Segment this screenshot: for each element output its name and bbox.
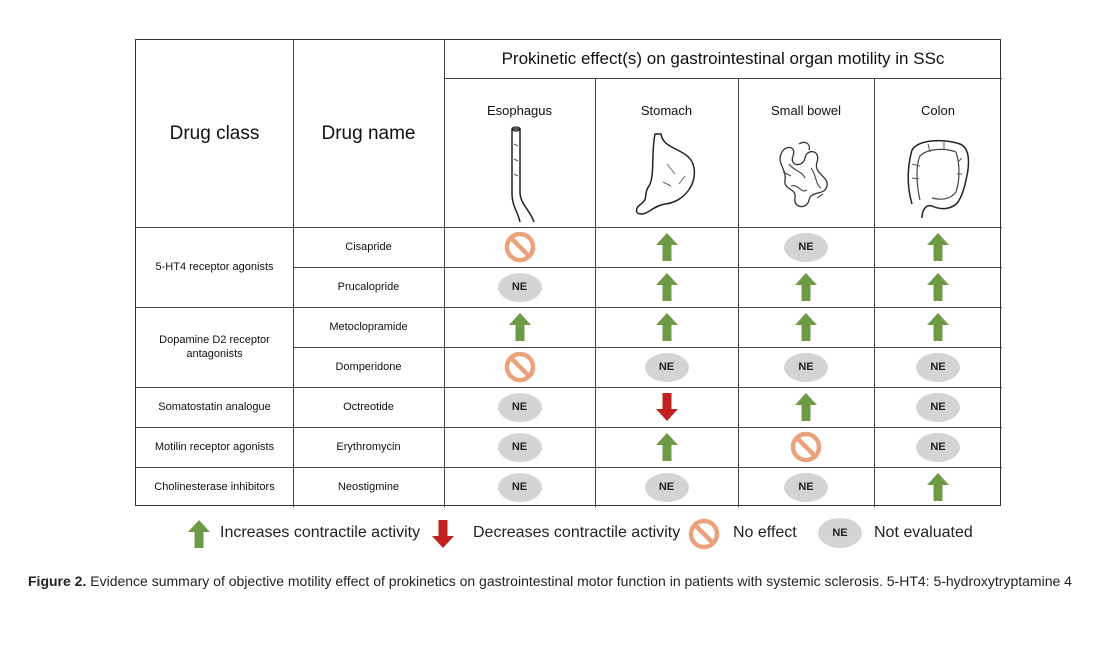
organ-header-stomach-text: Stomach	[640, 102, 693, 118]
increase-arrow-icon	[927, 233, 949, 266]
drug-name-cell-text: Metoclopramide	[329, 321, 408, 333]
divider-row-3	[293, 347, 1002, 348]
organ-header-esophagus: Esophagus	[444, 98, 595, 122]
drug-name-header: Drug name	[293, 40, 444, 227]
divider-group-4	[136, 467, 1002, 468]
no-effect-icon	[790, 431, 822, 468]
small-bowel-icon	[771, 124, 841, 229]
increase-arrow-icon	[655, 273, 678, 306]
organ-header-esophagus-text: Esophagus	[486, 102, 553, 118]
drug-name-cell: Domperidone	[293, 347, 444, 387]
divider-title	[444, 78, 1002, 79]
not-evaluated-badge: NE	[784, 352, 828, 382]
not-evaluated-badge: NE	[916, 352, 960, 382]
esophagus-icon	[490, 124, 550, 229]
legend-ne-label: Not evaluated	[874, 524, 973, 541]
increase-arrow-icon	[795, 393, 817, 426]
drug-class-label-text: Somatostatin analogue	[158, 401, 271, 413]
not-evaluated-badge: NE	[916, 432, 960, 462]
increase-arrow-icon	[795, 313, 817, 346]
legend-down-arrow-icon	[432, 520, 454, 548]
divider-class-name	[293, 40, 294, 507]
drug-name-cell-text: Cisapride	[345, 241, 392, 253]
increase-arrow-icon	[795, 273, 817, 306]
drug-class-header-text: Drug class	[169, 122, 260, 144]
drug-class-label-text: Cholinesterase inhibitors	[154, 481, 275, 493]
not-evaluated-badge: NE	[644, 352, 689, 382]
drug-class-label: Motilin receptor agonists	[142, 427, 287, 467]
not-evaluated-badge: NE	[497, 432, 542, 462]
divider-name-organs	[444, 40, 445, 507]
divider-header	[136, 227, 1002, 228]
drug-name-cell: Cisapride	[293, 227, 444, 267]
decrease-arrow-icon	[655, 393, 678, 426]
drug-class-label-text: 5-HT4 receptor agonists	[155, 261, 274, 273]
drug-name-cell-text: Erythromycin	[336, 441, 401, 453]
drug-name-cell-text: Octreotide	[343, 401, 394, 413]
legend-down-label: Decreases contractile activity	[473, 524, 681, 541]
increase-arrow-icon	[508, 313, 531, 346]
drug-class-label: Cholinesterase inhibitors	[142, 467, 287, 507]
drug-class-label: 5-HT4 receptor agonists	[142, 227, 287, 307]
legend-up-arrow-icon	[188, 520, 210, 548]
caption-text: Evidence summary of objective motility e…	[86, 573, 1072, 589]
drug-name-cell: Neostigmine	[293, 467, 444, 507]
divider-organ-3	[874, 78, 875, 507]
not-evaluated-badge: NE	[784, 232, 828, 262]
drug-name-cell-text: Domperidone	[335, 361, 402, 373]
drug-name-cell: Erythromycin	[293, 427, 444, 467]
legend: Increases contractile activity Decreases…	[188, 518, 988, 550]
divider-group-2	[136, 387, 1002, 388]
divider-organ-1	[595, 78, 596, 507]
legend-ne-badge: NE	[818, 518, 862, 548]
increase-arrow-icon	[927, 273, 949, 306]
not-evaluated-badge: NE	[784, 472, 828, 502]
legend-no-effect-icon	[688, 518, 720, 550]
table-title: Prokinetic effect(s) on gastrointestinal…	[444, 40, 1002, 78]
increase-arrow-icon	[655, 433, 678, 466]
drug-name-cell-text: Neostigmine	[337, 481, 400, 493]
increase-arrow-icon	[655, 313, 678, 346]
increase-arrow-icon	[655, 233, 678, 266]
table-title-text: Prokinetic effect(s) on gastrointestinal…	[501, 49, 945, 68]
drug-name-cell: Octreotide	[293, 387, 444, 427]
drug-name-cell: Prucalopride	[293, 267, 444, 307]
legend-none-label: No effect	[733, 524, 797, 541]
organ-header-small-bowel: Small bowel	[738, 98, 874, 122]
divider-row-1	[293, 267, 1002, 268]
not-evaluated-badge: NE	[644, 472, 689, 502]
not-evaluated-badge: NE	[497, 392, 542, 422]
drug-class-header: Drug class	[136, 40, 293, 227]
stomach-icon	[627, 124, 707, 229]
drug-name-header-text: Drug name	[321, 122, 416, 144]
drug-class-label: Somatostatin analogue	[142, 387, 287, 427]
no-effect-icon	[504, 351, 536, 388]
not-evaluated-badge: NE	[916, 392, 960, 422]
organ-header-stomach: Stomach	[595, 98, 738, 122]
drug-class-label-text: Motilin receptor agonists	[154, 441, 275, 453]
organ-header-colon-text: Colon	[921, 102, 955, 118]
divider-organ-2	[738, 78, 739, 507]
caption-label: Figure 2.	[28, 573, 87, 589]
colon-icon	[898, 124, 978, 229]
drug-name-cell-text: Prucalopride	[337, 281, 400, 293]
drug-class-label-text: Dopamine D2 receptor antagonists	[159, 334, 270, 360]
not-evaluated-badge: NE	[497, 272, 542, 302]
figure-caption: Figure 2. Evidence summary of objective …	[28, 572, 1078, 590]
organ-header-small-bowel-text: Small bowel	[770, 102, 842, 118]
legend-up-label: Increases contractile activity	[220, 524, 421, 541]
increase-arrow-icon	[927, 473, 949, 506]
drug-name-cell: Metoclopramide	[293, 307, 444, 347]
increase-arrow-icon	[927, 313, 949, 346]
no-effect-icon	[504, 231, 536, 268]
divider-group-1	[136, 307, 1002, 308]
not-evaluated-badge: NE	[497, 472, 542, 502]
divider-group-3	[136, 427, 1002, 428]
organ-header-colon: Colon	[874, 98, 1002, 122]
drug-class-label: Dopamine D2 receptor antagonists	[142, 307, 287, 387]
